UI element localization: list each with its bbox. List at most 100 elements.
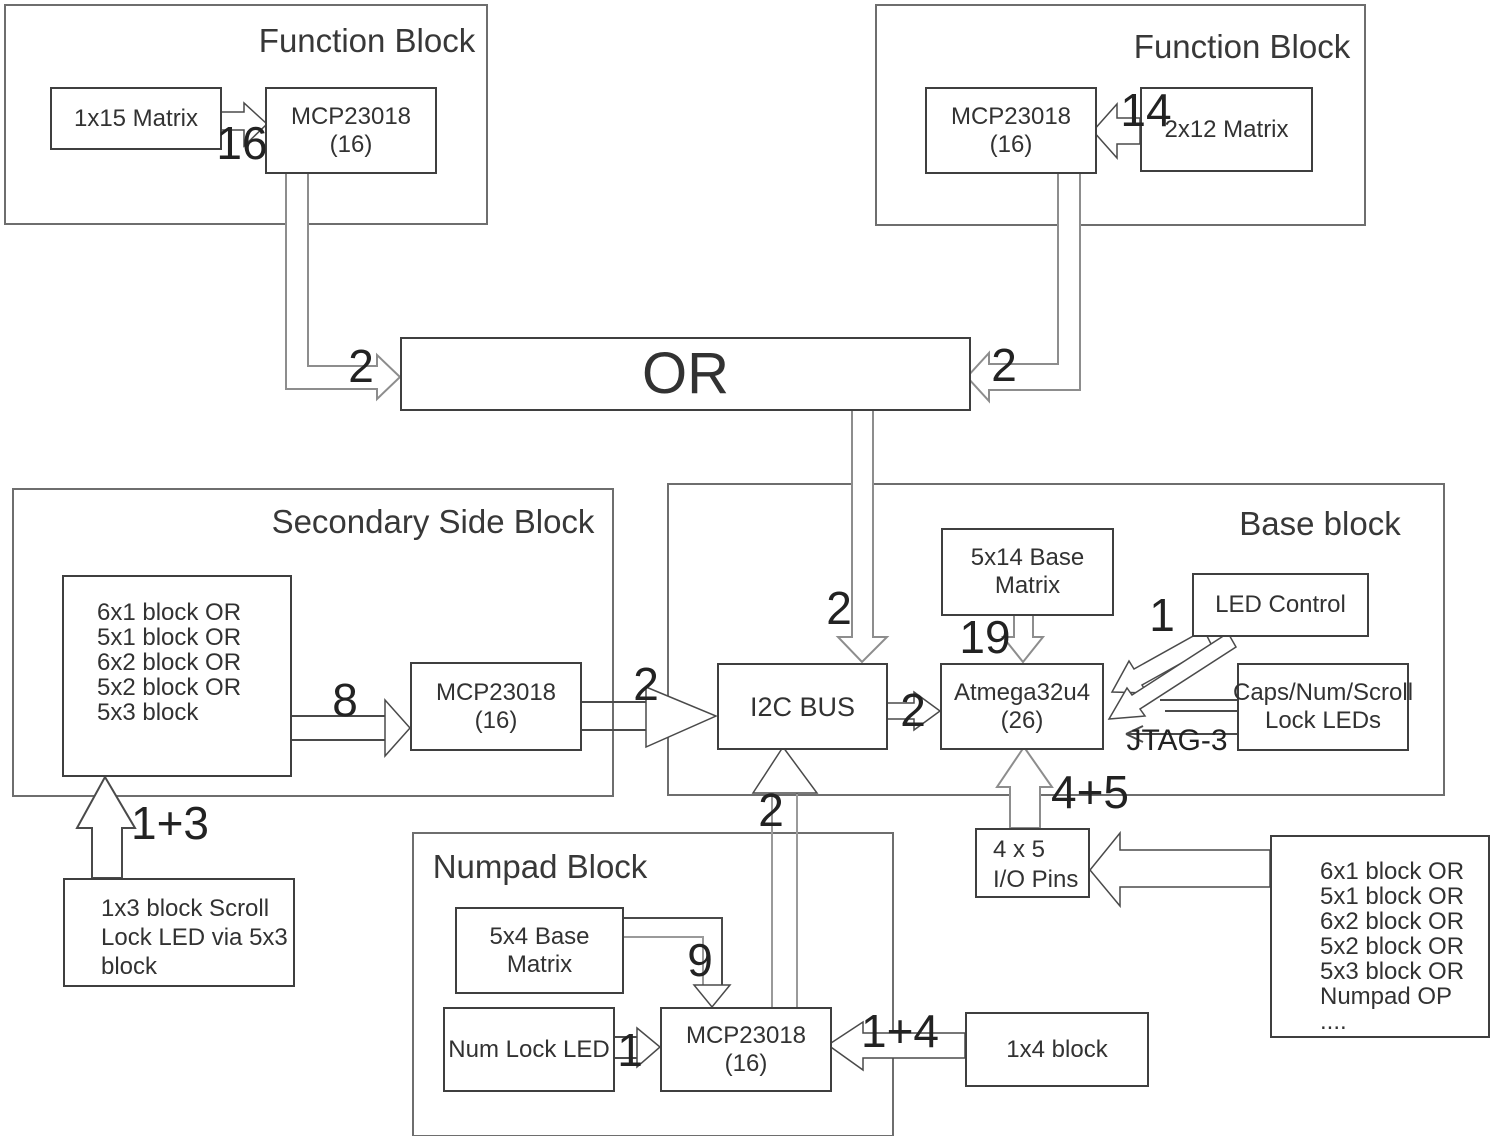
lock-leds-line2: Lock LEDs xyxy=(1264,707,1382,734)
numpad-matrix-line2: Matrix xyxy=(506,950,573,978)
wire-seclist-to-mcp-arrowhead xyxy=(384,698,412,758)
options-line-5: 5x3 block OR xyxy=(1320,958,1465,985)
lock-leds-box: Caps/Num/Scroll Lock LEDs xyxy=(1233,663,1413,751)
atmega32u4-box: Atmega32u4 (26) xyxy=(940,663,1104,750)
wire-options-to-iopins-arrow xyxy=(1089,830,1271,909)
wire-numlock-to-mcp-arrowhead xyxy=(636,1026,662,1069)
led-control-label: LED Control xyxy=(1215,591,1346,618)
wire-secmcp-to-i2c-arrowhead xyxy=(645,685,718,749)
matrix-1x15-box: 1x15 Matrix xyxy=(50,87,222,150)
options-line-2: 5x1 block OR xyxy=(1320,883,1465,910)
wire-npmatrix-to-mcp-line1 xyxy=(620,917,723,985)
label-2-right-or: 2 xyxy=(991,339,1017,391)
function-block-right-container xyxy=(875,4,1366,226)
secondary-option-4: 5x2 block OR xyxy=(97,674,242,701)
or-gate-label: OR xyxy=(642,341,729,406)
secondary-option-1: 6x1 block OR xyxy=(97,599,242,626)
wire-npmcp-to-i2c-arrowhead xyxy=(751,745,819,794)
mcp23018-right-pins: (16) xyxy=(989,130,1033,158)
label-19: 19 xyxy=(959,611,1011,663)
mcp23018-numpad-box: MCP23018 (16) xyxy=(660,1007,832,1092)
mcp23018-right-label: MCP23018 xyxy=(950,102,1072,130)
num-lock-led-label: Num Lock LED xyxy=(448,1035,610,1063)
atmega32u4-label: Atmega32u4 xyxy=(953,678,1091,706)
block-1x4-box: 1x4 block xyxy=(965,1012,1149,1087)
secondary-option-3: 6x2 block OR xyxy=(97,649,242,676)
function-block-right-title: Function Block xyxy=(1133,28,1351,65)
mcp23018-numpad-pins: (16) xyxy=(724,1049,768,1077)
scroll-lock-line2: Lock LED via 5x3 xyxy=(101,924,288,951)
mcp23018-left-pins: (16) xyxy=(329,130,373,158)
label-2-i2c-mcu: 2 xyxy=(900,684,926,736)
wire-jtag-arrowhead-top xyxy=(1125,725,1144,735)
base-matrix-5x14-box: 5x14 Base Matrix xyxy=(941,528,1114,616)
io-pins-line1: 4 x 5 xyxy=(993,835,1046,863)
wire-left-mcp-to-or-arrow xyxy=(285,169,402,402)
matrix-1x15-label: 1x15 Matrix xyxy=(73,104,199,132)
i2c-bus-box: I2C BUS xyxy=(717,663,888,750)
secondary-option-5: 5x3 block xyxy=(97,699,199,726)
mcp23018-right-box: MCP23018 (16) xyxy=(925,87,1097,174)
function-block-left-container xyxy=(4,4,488,225)
mcp23018-numpad-label: MCP23018 xyxy=(685,1021,807,1049)
wire-ledcontrol-to-mcu-arrow2 xyxy=(1107,631,1238,720)
wire-1x4-to-mcp-arrow xyxy=(826,1020,966,1072)
atmega32u4-pins: (26) xyxy=(1000,706,1044,734)
led-control-box: LED Control xyxy=(1192,573,1369,637)
label-jtag-3: JTAG-3 xyxy=(1126,724,1228,757)
wire-i2c-to-mcu-arrow xyxy=(883,690,942,732)
mcp23018-left-label: MCP23018 xyxy=(290,102,412,130)
num-lock-led-box: Num Lock LED xyxy=(443,1007,615,1092)
base-block-container xyxy=(667,483,1445,796)
label-2-secmcp-i2c: 2 xyxy=(633,658,659,710)
label-2-left-or: 2 xyxy=(348,340,374,392)
secondary-side-block-title: Secondary Side Block xyxy=(271,503,595,540)
mcp23018-secondary-box: MCP23018 (16) xyxy=(410,662,582,751)
label-2-numpad-i2c: 2 xyxy=(758,784,784,836)
numpad-matrix-box: 5x4 Base Matrix xyxy=(455,907,624,994)
label-2-or-i2c: 2 xyxy=(826,582,852,634)
mcp23018-secondary-pins: (16) xyxy=(474,706,518,734)
label-9: 9 xyxy=(687,934,713,986)
options-line-7: .... xyxy=(1320,1008,1347,1035)
matrix-2x12-label: 2x12 Matrix xyxy=(1164,115,1289,143)
label-1plus3: 1+3 xyxy=(130,797,210,849)
i2c-bus-label: I2C BUS xyxy=(749,691,856,722)
io-pins-line2: I/O Pins xyxy=(993,865,1079,893)
wire-npmatrix-to-mcp-line2 xyxy=(620,936,704,985)
wire-iopins-to-mcu-arrow xyxy=(995,745,1054,829)
mcp23018-left-box: MCP23018 (16) xyxy=(265,87,437,174)
label-1-led: 1 xyxy=(1149,589,1175,641)
lock-leds-line1: Caps/Num/Scroll xyxy=(1232,679,1414,706)
wire-1x15-to-mcp-arrow xyxy=(217,101,269,148)
base-block-title: Base block xyxy=(1239,505,1401,542)
wire-2x12-to-mcp-arrow xyxy=(1091,102,1141,160)
label-4plus5: 4+5 xyxy=(1050,766,1130,818)
secondary-options-box: 6x1 block OR 5x1 block OR 6x2 block OR 5… xyxy=(62,575,292,777)
block-1x4-label: 1x4 block xyxy=(1006,1035,1108,1063)
options-line-6: Numpad OP xyxy=(1320,983,1453,1010)
label-14: 14 xyxy=(1120,84,1172,136)
wire-scrolllock-to-seclist-arrow xyxy=(75,774,137,879)
options-line-3: 6x2 block OR xyxy=(1320,908,1465,935)
numpad-block-title: Numpad Block xyxy=(432,848,648,885)
scroll-lock-box: 1x3 block Scroll Lock LED via 5x3 block xyxy=(63,878,295,987)
label-1-numlock: 1 xyxy=(617,1024,643,1076)
scroll-lock-line3: block xyxy=(101,953,158,980)
wire-basematrix-to-mcu-arrow xyxy=(1000,611,1046,664)
mcp23018-secondary-label: MCP23018 xyxy=(435,678,557,706)
base-matrix-line1: 5x14 Base xyxy=(970,544,1085,571)
secondary-side-block-container xyxy=(12,488,614,797)
label-16: 16 xyxy=(216,117,268,169)
or-gate-box: OR xyxy=(400,337,971,411)
io-pins-box: 4 x 5 I/O Pins xyxy=(975,828,1090,898)
scroll-lock-line1: 1x3 block Scroll xyxy=(101,895,270,922)
label-1plus4: 1+4 xyxy=(860,1005,940,1057)
wire-jtag-arrowhead-bottom xyxy=(1125,733,1144,743)
secondary-option-2: 5x1 block OR xyxy=(97,624,242,651)
numpad-matrix-line1: 5x4 Base xyxy=(489,922,590,950)
function-block-left-title: Function Block xyxy=(258,22,476,59)
label-8: 8 xyxy=(332,674,358,726)
